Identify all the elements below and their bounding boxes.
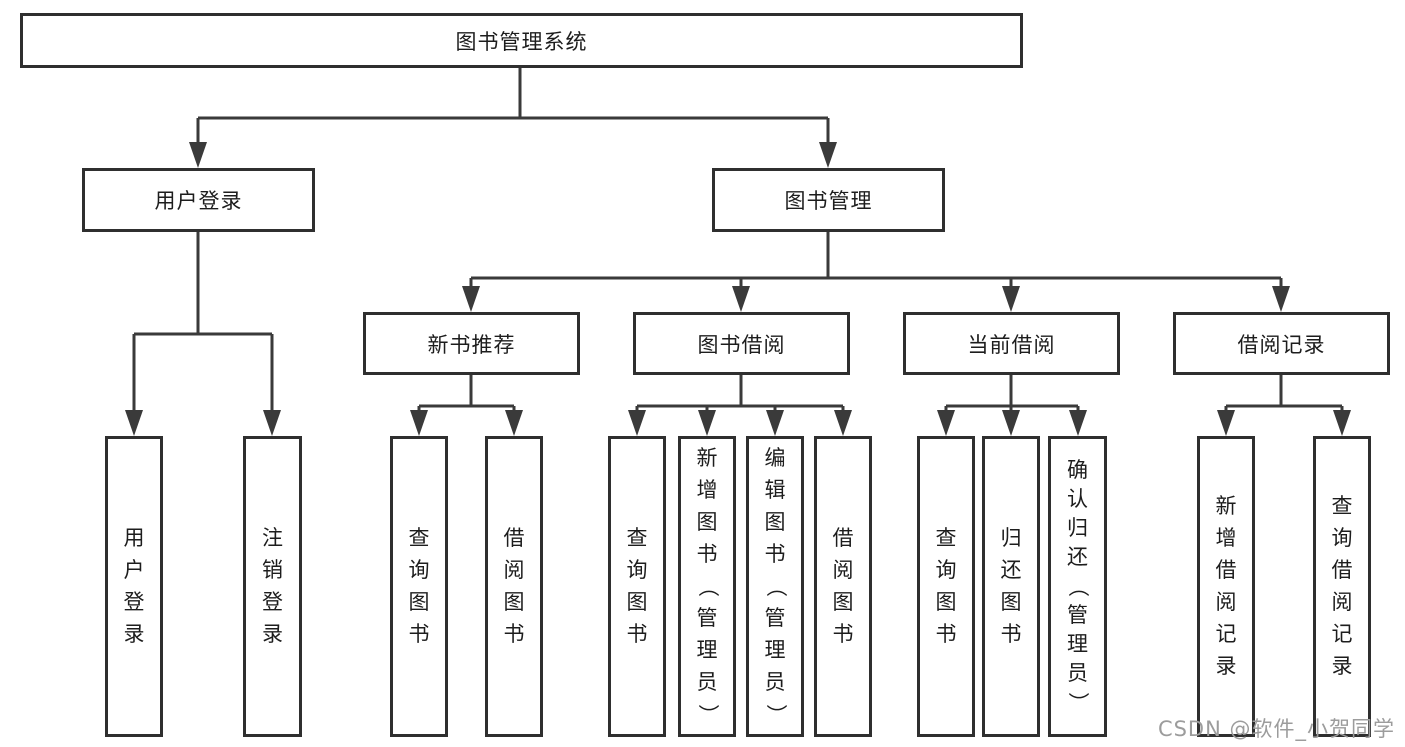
vertical-label: 新增图书（管理员） [695,446,720,726]
node-new-book-recommend: 新书推荐 [363,312,580,375]
node-borrowing-records: 借阅记录 [1173,312,1390,375]
vertical-label: 查询图书 [626,526,648,646]
vertical-label: 查询图书 [935,526,957,646]
node-leaf-edit-books-admin: 编辑图书（管理员） [746,436,804,737]
node-leaf-user-login: 用户登录 [105,436,163,737]
vertical-label: 新增借阅记录 [1215,494,1237,678]
node-leaf-query-books-current: 查询图书 [917,436,975,737]
node-current-borrowing: 当前借阅 [903,312,1120,375]
vertical-label: 借阅图书 [832,526,854,646]
vertical-label: 注销登录 [262,526,283,646]
vertical-label: 查询图书 [408,526,430,646]
vertical-label: 用户登录 [123,526,145,646]
node-leaf-borrow-books-recommend: 借阅图书 [485,436,543,737]
vertical-label: 查询借阅记录 [1331,494,1353,678]
vertical-label: 编辑图书（管理员） [763,446,788,726]
node-root: 图书管理系统 [20,13,1023,68]
node-leaf-confirm-return-admin: 确认归还（管理员） [1048,436,1107,737]
vertical-label: 借阅图书 [503,526,525,646]
node-leaf-query-borrow-record: 查询借阅记录 [1313,436,1371,737]
node-leaf-borrow-books-borrow: 借阅图书 [814,436,872,737]
watermark: CSDN @软件_小贺同学 [1157,717,1395,741]
node-book-borrowing: 图书借阅 [633,312,850,375]
vertical-label: 归还图书 [1000,526,1022,646]
node-leaf-return-books: 归还图书 [982,436,1040,737]
node-leaf-add-borrow-record: 新增借阅记录 [1197,436,1255,737]
node-book-management: 图书管理 [712,168,945,232]
node-leaf-logout: 注销登录 [243,436,302,737]
node-leaf-query-books-borrow: 查询图书 [608,436,666,737]
vertical-label: 确认归还（管理员） [1066,458,1090,714]
node-leaf-query-books-recommend: 查询图书 [390,436,448,737]
node-leaf-add-books-admin: 新增图书（管理员） [678,436,736,737]
node-user-login: 用户登录 [82,168,315,232]
